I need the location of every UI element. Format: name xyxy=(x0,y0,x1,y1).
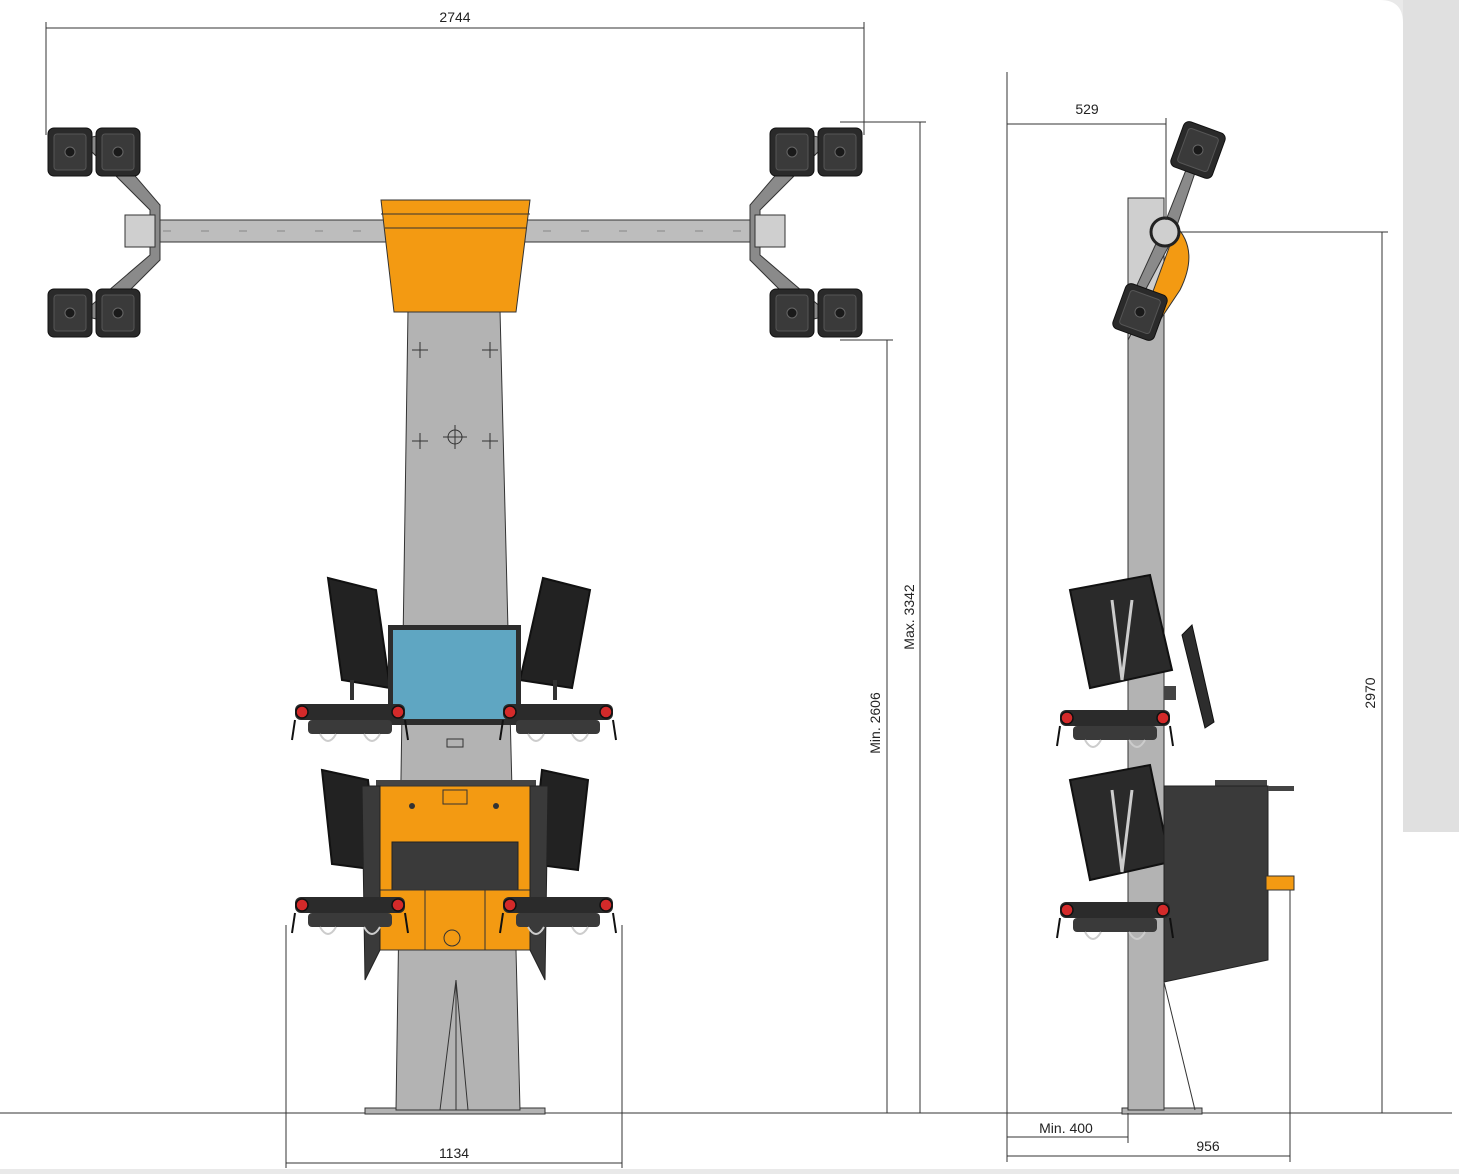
front-monitor-screen xyxy=(393,630,516,719)
dim-side-arm-offset: 529 xyxy=(1075,101,1099,117)
side-pivot xyxy=(1149,216,1181,248)
side-monitor xyxy=(1181,624,1215,729)
side-view xyxy=(1006,72,1295,1115)
side-cabinet-handle xyxy=(1265,875,1295,891)
front-cabinet-right-door xyxy=(529,785,549,981)
front-cabinet-left-door xyxy=(361,785,381,981)
dim-max-height: Max. 3342 xyxy=(901,584,917,650)
dim-base-width: 1134 xyxy=(439,1145,469,1161)
dim-side-height: 2970 xyxy=(1362,677,1378,708)
dim-min-height: Min. 2606 xyxy=(867,692,883,754)
side-panel xyxy=(1403,0,1459,832)
dim-top-width: 2744 xyxy=(439,9,470,25)
front-orange-head xyxy=(380,199,531,313)
side-cabinet xyxy=(1163,785,1269,983)
side-dimensions xyxy=(1006,118,1388,1162)
front-cabinet-top xyxy=(376,780,536,786)
front-dimensions xyxy=(45,22,926,1168)
dim-side-depth: 956 xyxy=(1196,1138,1220,1154)
side-upper-target xyxy=(1068,573,1174,690)
front-view xyxy=(47,127,863,1115)
side-cabinet-top xyxy=(1215,780,1267,786)
front-cabinet-drawer xyxy=(391,841,519,891)
dim-side-min-depth: Min. 400 xyxy=(1039,1120,1093,1136)
